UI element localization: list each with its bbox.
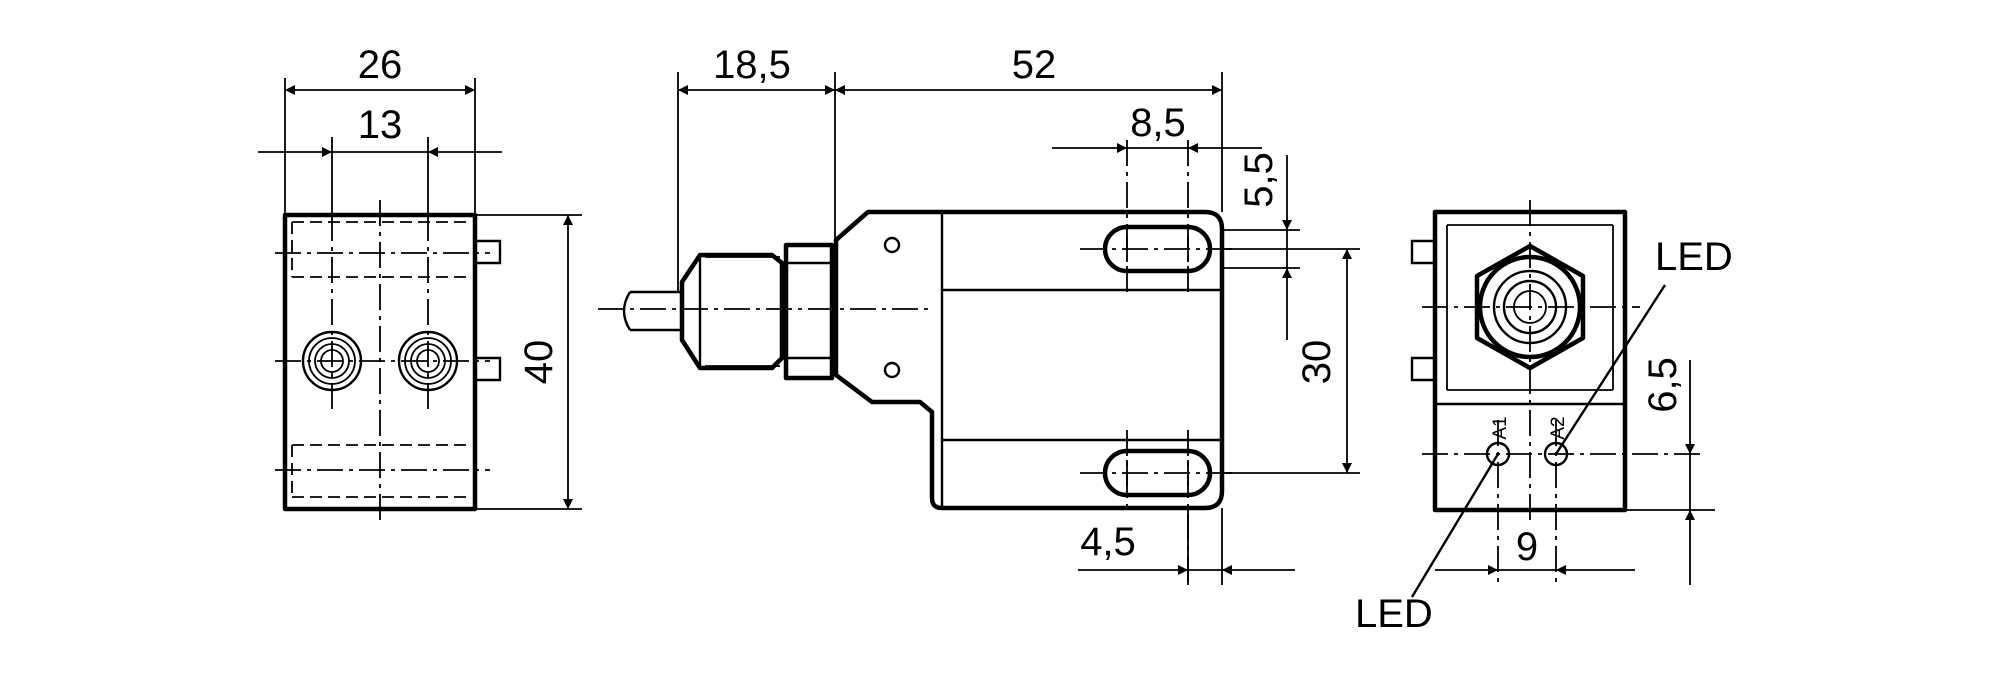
dim-slot-width: 5,5 [1237, 152, 1281, 208]
left-view: 26 13 40 [258, 43, 582, 525]
pin-label-a2: A2 [1548, 416, 1569, 439]
cable [622, 290, 682, 332]
cable-gland-body [783, 242, 835, 381]
dim-cable-length: 18,5 [713, 43, 791, 87]
right-view: A1 A2 LED LED 9 6,5 [1355, 200, 1733, 636]
dim-slot-spacing: 30 [1295, 340, 1339, 385]
dim-led-spacing: 9 [1516, 525, 1538, 569]
led-label-top: LED [1655, 235, 1733, 279]
led-leader-line [1554, 284, 1667, 455]
led-label-bottom: LED [1355, 592, 1433, 636]
dim-led-height: 6,5 [1641, 357, 1685, 413]
pin [1410, 239, 1435, 265]
dim-slot-length: 8,5 [1130, 101, 1186, 145]
dim-left-width: 26 [358, 43, 403, 87]
led-a2 [1543, 441, 1569, 467]
pin [1410, 356, 1435, 382]
dim-slot-offset: 4,5 [1080, 520, 1136, 564]
sensor-housing [833, 209, 1225, 511]
dim-body-length: 52 [1012, 43, 1057, 87]
middle-view: 18,5 52 8,5 5,5 30 4,5 [598, 43, 1360, 585]
cable-gland-nut [679, 252, 785, 371]
connector-icon [301, 330, 363, 392]
connector-icon [397, 330, 459, 392]
pin [475, 356, 502, 382]
led-a1 [1485, 441, 1511, 467]
pin-label-a1: A1 [1490, 416, 1511, 439]
dim-left-height: 40 [517, 340, 561, 385]
led-leader-line [1410, 453, 1500, 598]
dim-left-spacing: 13 [358, 103, 403, 147]
pin [475, 239, 502, 265]
